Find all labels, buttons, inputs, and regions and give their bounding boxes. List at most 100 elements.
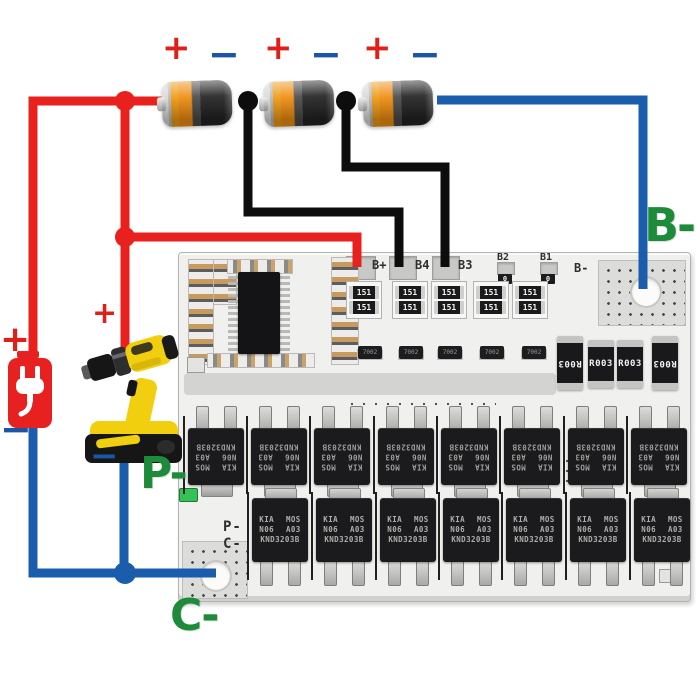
mosfet-body: KIA MOS N06 A03 KND3203B [504,428,560,485]
pcb-trace-line [309,416,311,494]
marker-p-minus: P- [140,448,188,499]
balance-transistor: 7002 [480,346,504,359]
balance-transistor: 7002 [358,346,382,359]
plug-icon [16,366,44,417]
wire-junction-dot [114,562,136,584]
b-minus-wire-hole [630,276,662,308]
mosfet-lead [388,560,401,586]
mosfet-marking: KIA MOS N06 A03 KND3203B [195,442,237,472]
balance-resistor-chip: 151 [434,286,464,299]
battery-highlight [263,79,335,128]
silkscreen-b1: B1 [540,252,553,263]
balance-resistor-group: 151 151 [431,281,467,319]
protection-ic [238,272,280,354]
mosfet-lead [352,560,365,586]
mosfet: KIA MOS N06 A03 KND3203B [247,488,308,588]
pcb-trace-line [626,416,628,494]
mosfet-marking: KIA MOS N06 A03 KND3203B [511,442,553,472]
mosfet-lead [542,560,555,586]
mosfet-lead [578,560,591,586]
balance-resistor-chip: 151 [349,301,379,314]
pcb-trace-line [501,492,503,580]
pad-b4 [389,256,417,280]
mosfet: KIA MOS N06 A03 KND3203B [183,406,244,506]
mosfet-body: KIA MOS N06 A03 KND3203B [252,498,308,562]
mosfet-body: KIA MOS N06 A03 KND3203B [380,498,436,562]
pcb-trace-band [184,373,556,395]
mosfet-lead [606,560,619,586]
silkscreen-b3: B3 [458,258,473,272]
mosfet: KIA MOS N06 A03 KND3203B [311,488,372,588]
pcb-trace-line [629,492,631,580]
mosfet-lead [642,560,655,586]
drill-minus-label: − [90,436,119,476]
balance-resistor-group: 151 151 [473,281,509,319]
battery-cylinder [156,79,233,128]
balance-transistor: 7002 [522,346,546,359]
mosfet-marking: KIA MOS N06 A03 KND3203B [259,514,301,545]
pcb-trace-line [565,492,567,580]
mosfet-lead [324,560,337,586]
smd-component-column [188,259,214,365]
mosfet-marking: KIA MOS N06 A03 KND3203B [258,442,300,472]
shunt-resistor: R003 [617,340,643,388]
wire-junction-dot [115,227,135,247]
mosfet-body: KIA MOS N06 A03 KND3203B [188,428,244,485]
mosfet: KIA MOS N06 A03 KND3203B [565,488,626,588]
mosfet: KIA MOS N06 A03 KND3203B [375,488,436,588]
pcb-trace-line [373,416,375,494]
c-minus-wire-hole [200,560,232,592]
balance-resistor-chip: 151 [349,286,379,299]
ic-pins-right [280,276,290,352]
mosfet-lead [288,560,301,586]
mosfet-lead [416,560,429,586]
pcb-trace-line [563,416,565,494]
balance-resistor-group: 151 151 [392,281,428,319]
pcb-trace-line [438,492,440,580]
battery-cell: + − [156,31,240,128]
mosfet-body: KIA MOS N06 A03 KND3203B [506,498,562,562]
mosfet: KIA MOS N06 A03 KND3203B [501,488,562,588]
ic-pins-left [228,276,238,352]
balance-resistor-chip: 151 [395,301,425,314]
pad-b3 [432,256,460,280]
mosfet-marking: KIA MOS N06 A03 KND3203B [575,442,617,472]
silkscreen-c-minus: C- [223,536,242,552]
shunt-resistor: R003 [588,340,614,388]
battery-cylinder [357,79,434,128]
mosfet-lead [451,560,464,586]
mosfet-body: KIA MOS N06 A03 KND3203B [443,498,499,562]
balance-transistor: 7002 [399,346,423,359]
balance-resistor-group: 151 151 [512,281,548,319]
silkscreen-p-minus: P- [223,519,242,535]
mosfet-body: KIA MOS N06 A03 KND3203B [634,498,690,562]
smd-component-row [207,353,315,368]
mosfet-lead [479,560,492,586]
mosfet-marking: KIA MOS N06 A03 KND3203B [638,442,680,472]
balance-resistor-chip: 151 [515,286,545,299]
mosfet-body: KIA MOS N06 A03 KND3203B [316,498,372,562]
pcb-trace-line [311,492,313,580]
balance-resistor-chip: 151 [434,301,464,314]
battery-minus-label: − [310,32,342,76]
silkscreen-b-minus: B- [574,261,589,275]
charger-terminal-bar [17,351,39,358]
mosfet: KIA MOS N06 A03 KND3203B [309,406,370,506]
battery-cell: + − [258,31,342,128]
mosfet-marking: KIA MOS N06 A03 KND3203B [577,514,619,545]
pcb-trace-line [436,416,438,494]
battery-highlight [362,79,434,128]
via-dots [346,399,496,409]
balance-resistor-chip: 151 [515,301,545,314]
mosfet-marking: KIA MOS N06 A03 KND3203B [323,514,365,545]
charger-body [8,358,52,428]
pcb-trace-line [375,492,377,580]
pcb-trace-line [499,416,501,494]
smd-chip [187,357,205,373]
battery-minus-label: − [409,32,441,76]
silkscreen-b-plus: B+ [372,258,387,272]
mosfet-tab [201,483,233,497]
mosfet-body: KIA MOS N06 A03 KND3203B [314,428,370,485]
balance-resistor-chip: 151 [395,286,425,299]
